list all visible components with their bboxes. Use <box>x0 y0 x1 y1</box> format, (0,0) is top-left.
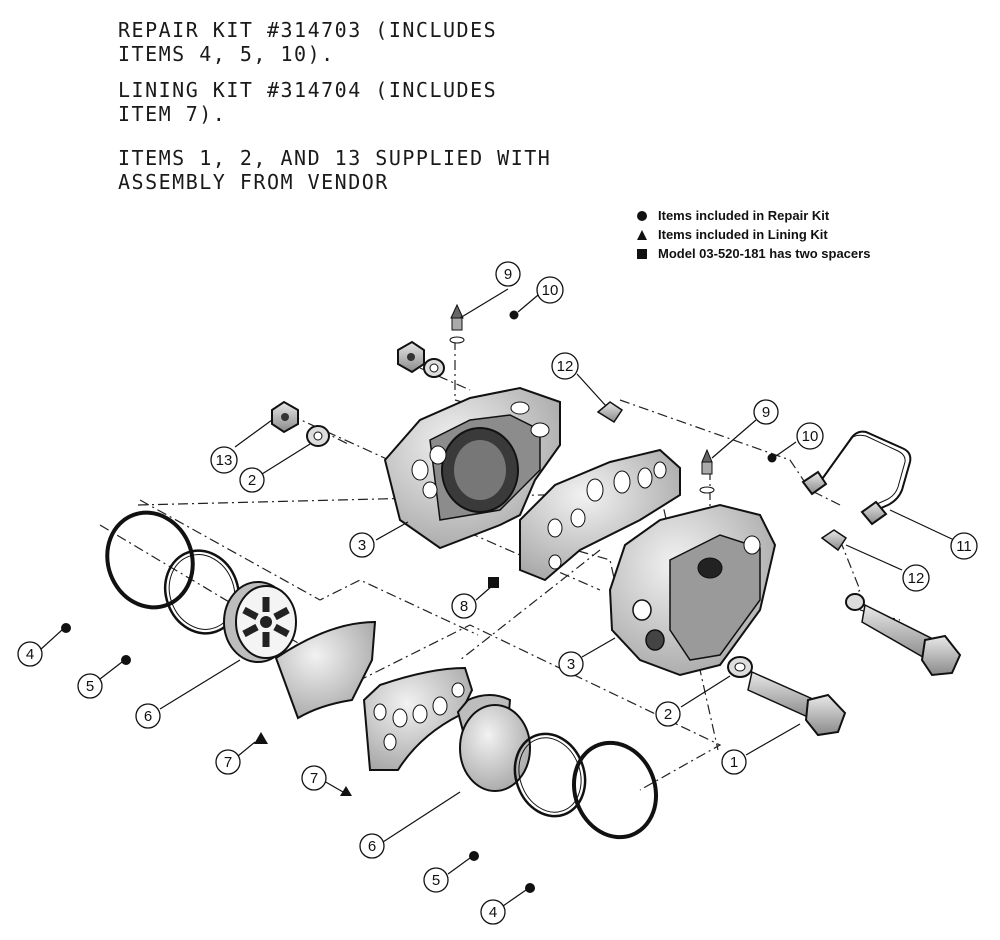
o-ring-4-left <box>105 510 195 610</box>
bolt-1 <box>727 656 847 737</box>
o-ring-4-bottom <box>571 740 659 840</box>
callout-6-bottom: 6 <box>368 838 376 855</box>
fitting-12-right <box>820 529 848 552</box>
caliper-housing-left <box>383 386 561 550</box>
repair-kit-marker <box>121 655 131 665</box>
callout-13: 13 <box>216 452 233 469</box>
piston-6-bottom <box>456 694 531 792</box>
caliper-housing-right <box>608 503 777 677</box>
lining-kit-marker <box>254 732 268 744</box>
callout-6-left: 6 <box>144 708 152 725</box>
lining-7-left <box>274 620 377 720</box>
legend-row-lining-kit: Items included in Lining Kit <box>636 225 870 244</box>
leader-lines <box>39 288 955 907</box>
callout-11: 11 <box>956 538 972 555</box>
callout-10-right: 10 <box>802 428 819 445</box>
legend-row-repair-kit: Items included in Repair Kit <box>636 206 870 225</box>
callout-circles <box>17 261 978 925</box>
spacer-8 <box>519 448 681 582</box>
repair-kit-marker <box>61 623 71 633</box>
callout-2-bottom: 2 <box>664 706 672 723</box>
callout-2-top: 2 <box>248 472 256 489</box>
repair-kit-marker <box>525 883 535 893</box>
nut-13 <box>271 400 330 447</box>
legend-row-spacers: Model 03-520-181 has two spacers <box>636 244 870 263</box>
assembly-notes: REPAIR KIT #314703 (INCLUDES ITEMS 4, 5,… <box>118 18 551 206</box>
callout-5-bottom: 5 <box>432 872 440 889</box>
seal-5-left <box>163 549 241 635</box>
callout-3-right: 3 <box>567 656 575 673</box>
repair-kit-marker <box>509 310 519 320</box>
callout-4-bottom: 4 <box>489 904 497 921</box>
callout-7-bottom: 7 <box>310 770 318 787</box>
legend-text-lining-kit: Items included in Lining Kit <box>658 227 828 242</box>
fitting-12-top <box>596 401 624 424</box>
triangle-bullet-icon <box>637 229 647 240</box>
symbol-legend: Items included in Repair Kit Items inclu… <box>636 206 870 263</box>
repair-kit-marker <box>469 851 479 861</box>
repair-kit-marker <box>767 453 777 463</box>
bleeder-screw-right <box>699 448 715 494</box>
lining-kit-marker <box>340 786 352 796</box>
circle-bullet-icon <box>637 210 647 221</box>
callout-9-top: 9 <box>504 266 512 283</box>
callout-1: 1 <box>730 754 738 771</box>
vendor-supplied-note: ITEMS 1, 2, AND 13 SUPPLIED WITH ASSEMBL… <box>118 146 552 194</box>
nut-top <box>397 340 445 378</box>
lining-kit-note: LINING KIT #314704 (INCLUDES ITEM 7). <box>118 78 498 126</box>
lining-7-bottom <box>362 666 474 771</box>
repair-kit-note: REPAIR KIT #314703 (INCLUDES ITEMS 4, 5,… <box>118 18 498 66</box>
piston-6-left <box>223 581 297 663</box>
bolt-right <box>845 593 962 677</box>
legend-text-repair-kit: Items included in Repair Kit <box>658 208 830 223</box>
callout-4-left: 4 <box>26 646 34 663</box>
spacer-marker <box>488 577 499 588</box>
square-bullet-icon <box>637 248 647 259</box>
callout-9-right: 9 <box>762 404 770 421</box>
callout-8: 8 <box>460 598 468 615</box>
bleeder-screw-top <box>449 303 465 344</box>
callout-10-top: 10 <box>542 282 559 299</box>
callout-3-left: 3 <box>358 537 366 554</box>
callout-7-left: 7 <box>224 754 232 771</box>
legend-text-spacers: Model 03-520-181 has two spacers <box>658 246 871 261</box>
callout-12-top: 12 <box>557 358 574 375</box>
callout-5-left: 5 <box>86 678 94 695</box>
brake-line-11 <box>801 430 912 526</box>
callout-12-right: 12 <box>908 570 925 587</box>
